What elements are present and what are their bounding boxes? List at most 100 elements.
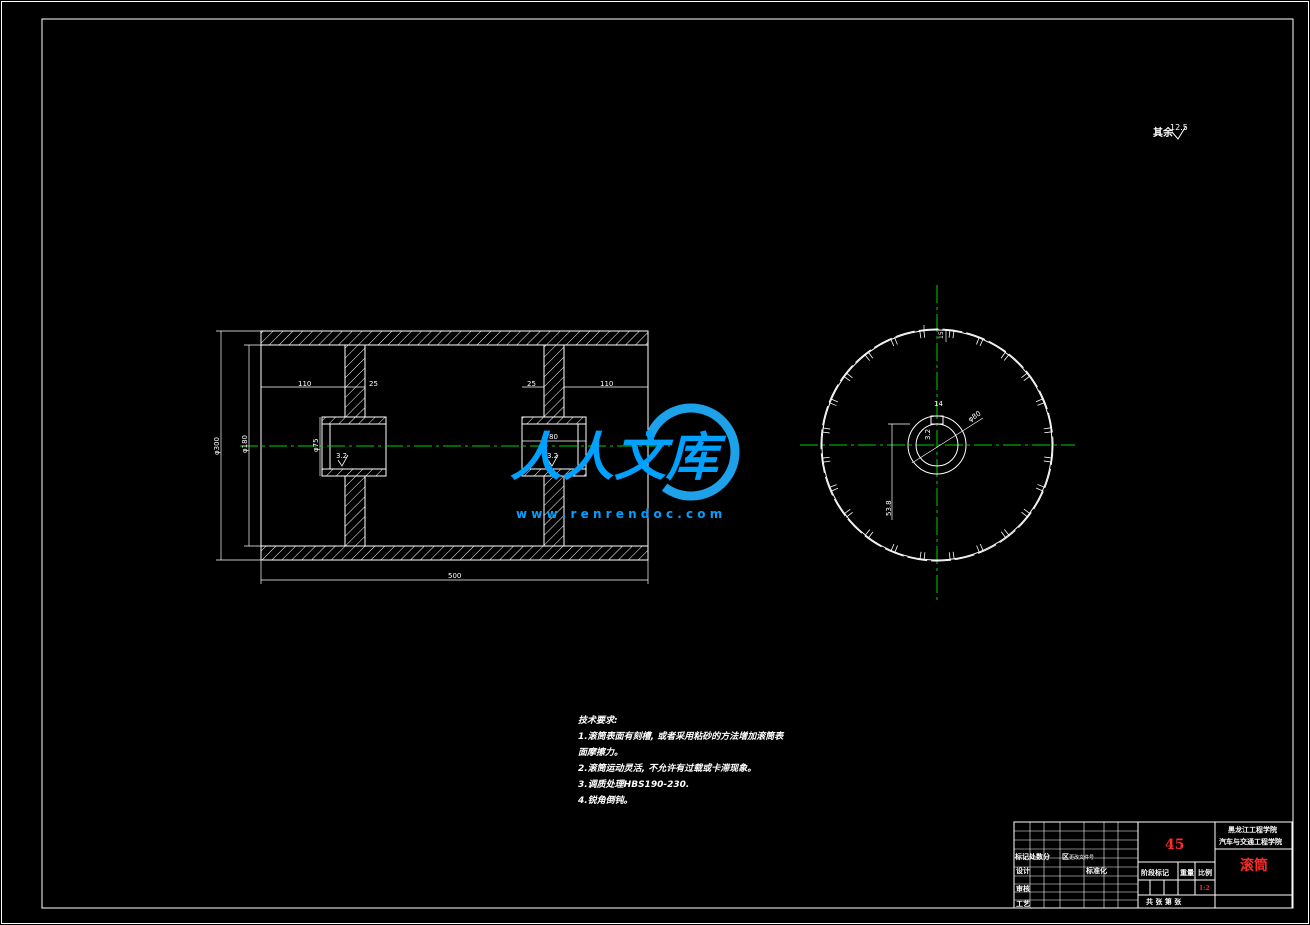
groove-line xyxy=(952,330,955,339)
side-view: 14 15 φ80 53.8 3.2 xyxy=(800,285,1075,600)
tech-note-line: 3.调质处理HBS190-230. xyxy=(578,780,690,790)
groove-line xyxy=(822,460,831,463)
groove-line xyxy=(1003,353,1010,361)
groove-line xyxy=(979,338,984,347)
inner-frame xyxy=(41,18,1294,909)
groove-line xyxy=(976,545,980,554)
svg-text:25: 25 xyxy=(369,380,378,388)
svg-text:3.2: 3.2 xyxy=(924,429,932,440)
groove-line xyxy=(828,484,837,488)
groove-line xyxy=(1044,431,1053,434)
groove-line xyxy=(845,372,853,379)
surface-finish-symbol: 其余 12.5 xyxy=(1153,123,1188,140)
svg-text:500: 500 xyxy=(448,572,461,580)
svg-text:3.2: 3.2 xyxy=(336,452,347,460)
svg-text:φ75: φ75 xyxy=(312,438,320,452)
svg-text:110: 110 xyxy=(600,380,613,388)
groove-line xyxy=(867,351,874,359)
svg-text:更改文件号: 更改文件号 xyxy=(1069,854,1094,861)
svg-text:汽车与交通工程学院: 汽车与交通工程学院 xyxy=(1219,837,1282,846)
groove-line xyxy=(1035,487,1044,492)
svg-text:53.8: 53.8 xyxy=(885,500,893,516)
svg-text:其余: 其余 xyxy=(1153,126,1174,139)
svg-text:比例: 比例 xyxy=(1198,868,1212,877)
groove-line xyxy=(830,487,839,492)
svg-text:φ180: φ180 xyxy=(241,435,249,453)
groove-line xyxy=(843,375,851,382)
tech-note-line: 面摩擦力。 xyxy=(578,748,624,758)
groove-line xyxy=(948,552,951,561)
groove-line xyxy=(894,545,898,554)
groove-line xyxy=(1043,427,1052,430)
svg-text:工艺: 工艺 xyxy=(1016,899,1030,908)
groove-line xyxy=(821,431,830,434)
svg-text:黑龙江工程学院: 黑龙江工程学院 xyxy=(1228,825,1277,834)
svg-text:w w w . r e n r e n d o c . c: w w w . r e n r e n d o c . c o m xyxy=(516,507,722,521)
groove-line xyxy=(1037,484,1046,488)
groove-line xyxy=(867,531,874,539)
groove-line xyxy=(846,512,853,518)
groove-line xyxy=(828,402,837,406)
groove-line xyxy=(952,551,955,560)
svg-text:滚筒: 滚筒 xyxy=(1240,857,1268,874)
svg-text:标准化: 标准化 xyxy=(1085,866,1107,875)
groove-line xyxy=(1023,508,1031,515)
svg-text:区: 区 xyxy=(1062,853,1069,861)
groove-line xyxy=(919,551,922,560)
groove-line xyxy=(894,336,898,345)
svg-text:1:2: 1:2 xyxy=(1199,885,1210,892)
tech-note-line: 4.锐角倒钝。 xyxy=(578,796,633,806)
groove-line xyxy=(1004,529,1010,536)
groove-line xyxy=(864,529,871,537)
svg-text:人人文库: 人人文库 xyxy=(510,428,727,488)
groove-line xyxy=(864,354,870,361)
tech-note-line: 2.滚筒运动灵活, 不允许有过载或卡滞现象。 xyxy=(578,764,757,774)
svg-text:45: 45 xyxy=(1165,837,1184,853)
groove-line xyxy=(1043,460,1052,463)
groove-line xyxy=(1000,351,1007,359)
groove-line xyxy=(1035,398,1044,403)
groove-line xyxy=(830,398,839,403)
svg-text:15: 15 xyxy=(938,331,945,339)
svg-text:80: 80 xyxy=(549,433,558,441)
svg-text:审核: 审核 xyxy=(1016,884,1030,893)
groove-line xyxy=(843,508,851,515)
title-block xyxy=(1013,821,1293,909)
watermark-logo: 人人文库 w w w . r e n r e n d o c . c o m xyxy=(510,403,740,521)
groove-line xyxy=(948,329,951,338)
tech-notes-heading: 技术要求: xyxy=(578,716,618,726)
svg-text:110: 110 xyxy=(298,380,311,388)
groove-line xyxy=(1023,375,1031,382)
groove-line xyxy=(979,543,984,552)
svg-text:3.2: 3.2 xyxy=(547,452,558,460)
groove-line xyxy=(1037,402,1046,406)
svg-text:φ80: φ80 xyxy=(967,410,983,424)
groove-line xyxy=(1000,531,1007,539)
groove-line xyxy=(1021,372,1028,378)
groove-line xyxy=(821,456,830,459)
top-shell-hatch xyxy=(260,330,649,346)
groove-line xyxy=(923,552,926,561)
bottom-shell-hatch xyxy=(260,545,649,561)
svg-text:重量: 重量 xyxy=(1180,868,1194,877)
groove-line xyxy=(890,543,895,552)
tech-note-line: 1.滚筒表面有刻槽, 或者采用粘砂的方法增加滚筒表 xyxy=(578,732,784,742)
svg-text:25: 25 xyxy=(527,380,536,388)
groove-line xyxy=(822,427,831,430)
svg-text:12.5: 12.5 xyxy=(1170,123,1188,132)
svg-text:共 张 第 张: 共 张 第 张 xyxy=(1146,897,1182,906)
groove-line xyxy=(890,338,895,347)
svg-text:设计: 设计 xyxy=(1016,866,1030,875)
svg-text:阶段标记: 阶段标记 xyxy=(1141,868,1169,877)
roller-grooves xyxy=(821,329,1053,561)
groove-line xyxy=(976,336,980,345)
technical-requirements: 技术要求: 1.滚筒表面有刻槽, 或者采用粘砂的方法增加滚筒表 面摩擦力。 2.… xyxy=(578,713,783,809)
svg-text:标记处数分: 标记处数分 xyxy=(1014,852,1050,861)
front-section-view: 110 25 25 110 80 φ75 φ300 φ180 500 3.2 3… xyxy=(213,330,670,584)
groove-line xyxy=(1021,511,1029,518)
svg-text:14: 14 xyxy=(934,400,943,408)
svg-text:φ300: φ300 xyxy=(213,437,221,455)
groove-line xyxy=(1044,456,1053,459)
